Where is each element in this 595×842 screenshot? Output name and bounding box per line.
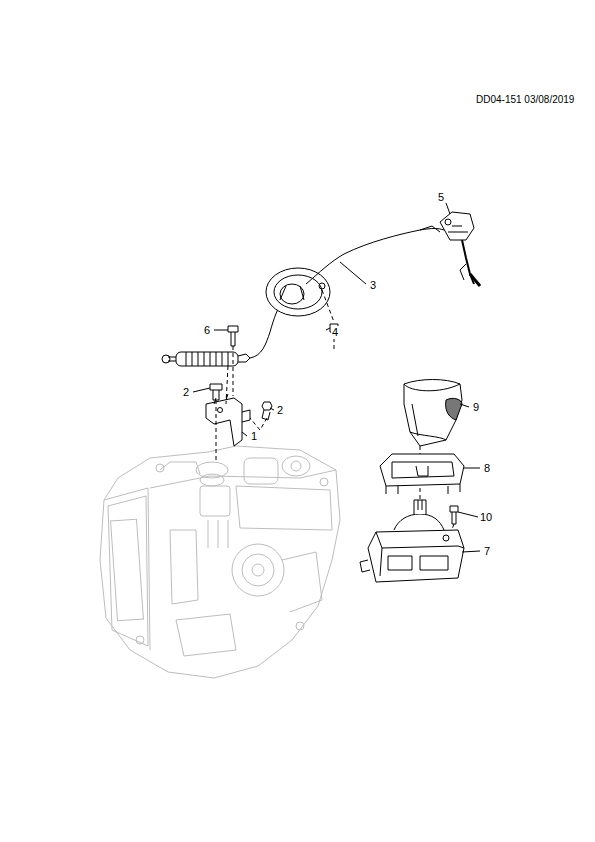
bolt <box>450 506 458 524</box>
callout-number: 6 <box>203 324 211 337</box>
callout-number: 8 <box>483 462 491 475</box>
callout-number: 5 <box>437 191 445 204</box>
callout-number: 3 <box>369 279 377 292</box>
callout-number: 7 <box>483 545 491 558</box>
shift-knob <box>404 380 462 447</box>
bolt <box>210 384 272 420</box>
shift-bezel <box>380 454 464 494</box>
document-code: DD04-151 03/08/2019 <box>475 93 575 106</box>
callout-number: 1 <box>250 430 258 443</box>
callout-number: 10 <box>479 511 493 524</box>
cable-end-lever <box>440 212 480 286</box>
callout-number: 2 <box>276 404 284 417</box>
cable-bracket <box>206 394 250 446</box>
callout-number: 2 <box>182 386 190 399</box>
transmission <box>100 446 340 678</box>
shift-cable <box>162 226 444 366</box>
callout-number: 9 <box>472 401 480 414</box>
leader-line <box>193 203 480 552</box>
bolt <box>228 324 338 346</box>
callout-number: 4 <box>331 326 339 339</box>
shifter-base <box>360 500 464 582</box>
